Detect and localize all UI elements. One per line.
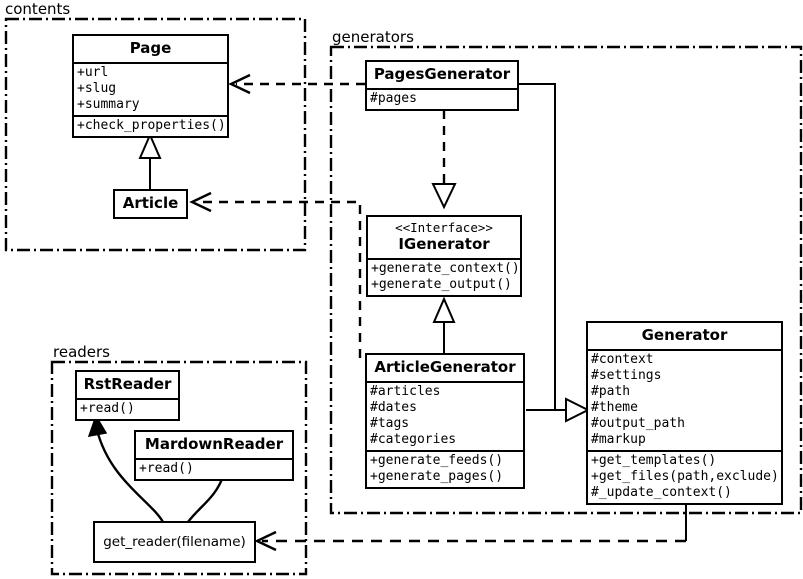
- class-title-rst-reader: RstReader: [83, 375, 172, 393]
- class-box-page[interactable]: Page +url +slug +summary +check_properti…: [72, 34, 229, 138]
- class-box-article[interactable]: Article: [113, 189, 188, 219]
- class-title-mardown-reader: MardownReader: [144, 435, 284, 453]
- function-box-get-reader[interactable]: get_reader(filename): [93, 521, 256, 563]
- class-title-article: Article: [122, 194, 179, 212]
- class-methods-article-generator: +generate_feeds() +generate_pages(): [367, 450, 523, 487]
- method: +get_templates(): [591, 453, 717, 468]
- dependency-articlegenerator-to-article: [189, 191, 362, 358]
- class-box-mardown-reader[interactable]: MardownReader +read(): [134, 430, 294, 481]
- method: +generate_feeds(): [370, 453, 504, 468]
- attribute: #context: [591, 352, 654, 367]
- attribute: +slug: [77, 81, 117, 96]
- class-attributes-article-generator: #articles #dates #tags #categories: [367, 381, 523, 450]
- dependency-pagesgenerator-to-page: [228, 73, 365, 95]
- method: +generate_pages(): [370, 469, 504, 484]
- class-attributes-pages-generator: #pages: [367, 88, 517, 109]
- package-label-generators: generators: [332, 28, 414, 46]
- association-getreader-to-rstreader: [87, 414, 165, 523]
- attribute: #pages: [370, 91, 417, 106]
- class-stereotype-igenerator: <<Interface>>: [395, 220, 493, 235]
- package-label-contents: contents: [5, 0, 71, 18]
- method: +generate_output(): [371, 277, 512, 292]
- attribute: #theme: [591, 400, 638, 415]
- attribute: #settings: [591, 368, 662, 383]
- class-methods-page: +check_properties(): [74, 115, 227, 136]
- class-title-igenerator: IGenerator: [398, 235, 490, 253]
- attribute: #dates: [370, 400, 417, 415]
- method: +generate_context(): [371, 261, 520, 276]
- class-title-pages-generator: PagesGenerator: [373, 65, 511, 83]
- class-attributes-page: +url +slug +summary: [74, 62, 227, 115]
- class-methods-rst-reader: +read(): [77, 398, 178, 419]
- class-attributes-generator: #context #settings #path #theme #output_…: [588, 349, 781, 450]
- attribute: #articles: [370, 384, 441, 399]
- class-box-article-generator[interactable]: ArticleGenerator #articles #dates #tags …: [365, 353, 525, 489]
- method: +check_properties(): [77, 118, 226, 133]
- realization-pagesgenerator-to-igenerator: [431, 110, 457, 210]
- class-box-rst-reader[interactable]: RstReader +read(): [75, 370, 180, 421]
- attribute: #categories: [370, 432, 457, 447]
- generalization-generators-to-generator: [519, 83, 591, 423]
- attribute: #path: [591, 384, 631, 399]
- class-box-igenerator[interactable]: <<Interface>> IGenerator +generate_conte…: [366, 215, 522, 297]
- function-label-get-reader: get_reader(filename): [103, 534, 246, 550]
- method: +read(): [139, 461, 194, 476]
- attribute: #markup: [591, 432, 646, 447]
- class-methods-generator: +get_templates() +get_files(path,exclude…: [588, 450, 781, 503]
- dependency-generator-to-getreader: [254, 503, 687, 552]
- class-box-generator[interactable]: Generator #context #settings #path #them…: [586, 321, 783, 505]
- method: +get_files(path,exclude): [591, 469, 779, 484]
- attribute: +url: [77, 65, 109, 80]
- class-box-pages-generator[interactable]: PagesGenerator #pages: [365, 60, 519, 111]
- class-methods-mardown-reader: +read(): [136, 458, 292, 479]
- method: #_update_context(): [591, 485, 732, 500]
- package-label-readers: readers: [53, 343, 110, 361]
- class-title-generator: Generator: [641, 326, 728, 344]
- attribute: #output_path: [591, 416, 685, 431]
- class-title-page: Page: [129, 39, 172, 57]
- generalization-articlegenerator-to-igenerator: [432, 296, 456, 358]
- package-frame-contents: [4, 17, 307, 252]
- package-frame-readers: [50, 360, 308, 576]
- attribute: +summary: [77, 97, 140, 112]
- class-title-article-generator: ArticleGenerator: [374, 358, 516, 376]
- attribute: #tags: [370, 416, 410, 431]
- generalization-article-to-page: [138, 132, 162, 189]
- method: +read(): [80, 401, 135, 416]
- class-methods-igenerator: +generate_context() +generate_output(): [368, 258, 520, 295]
